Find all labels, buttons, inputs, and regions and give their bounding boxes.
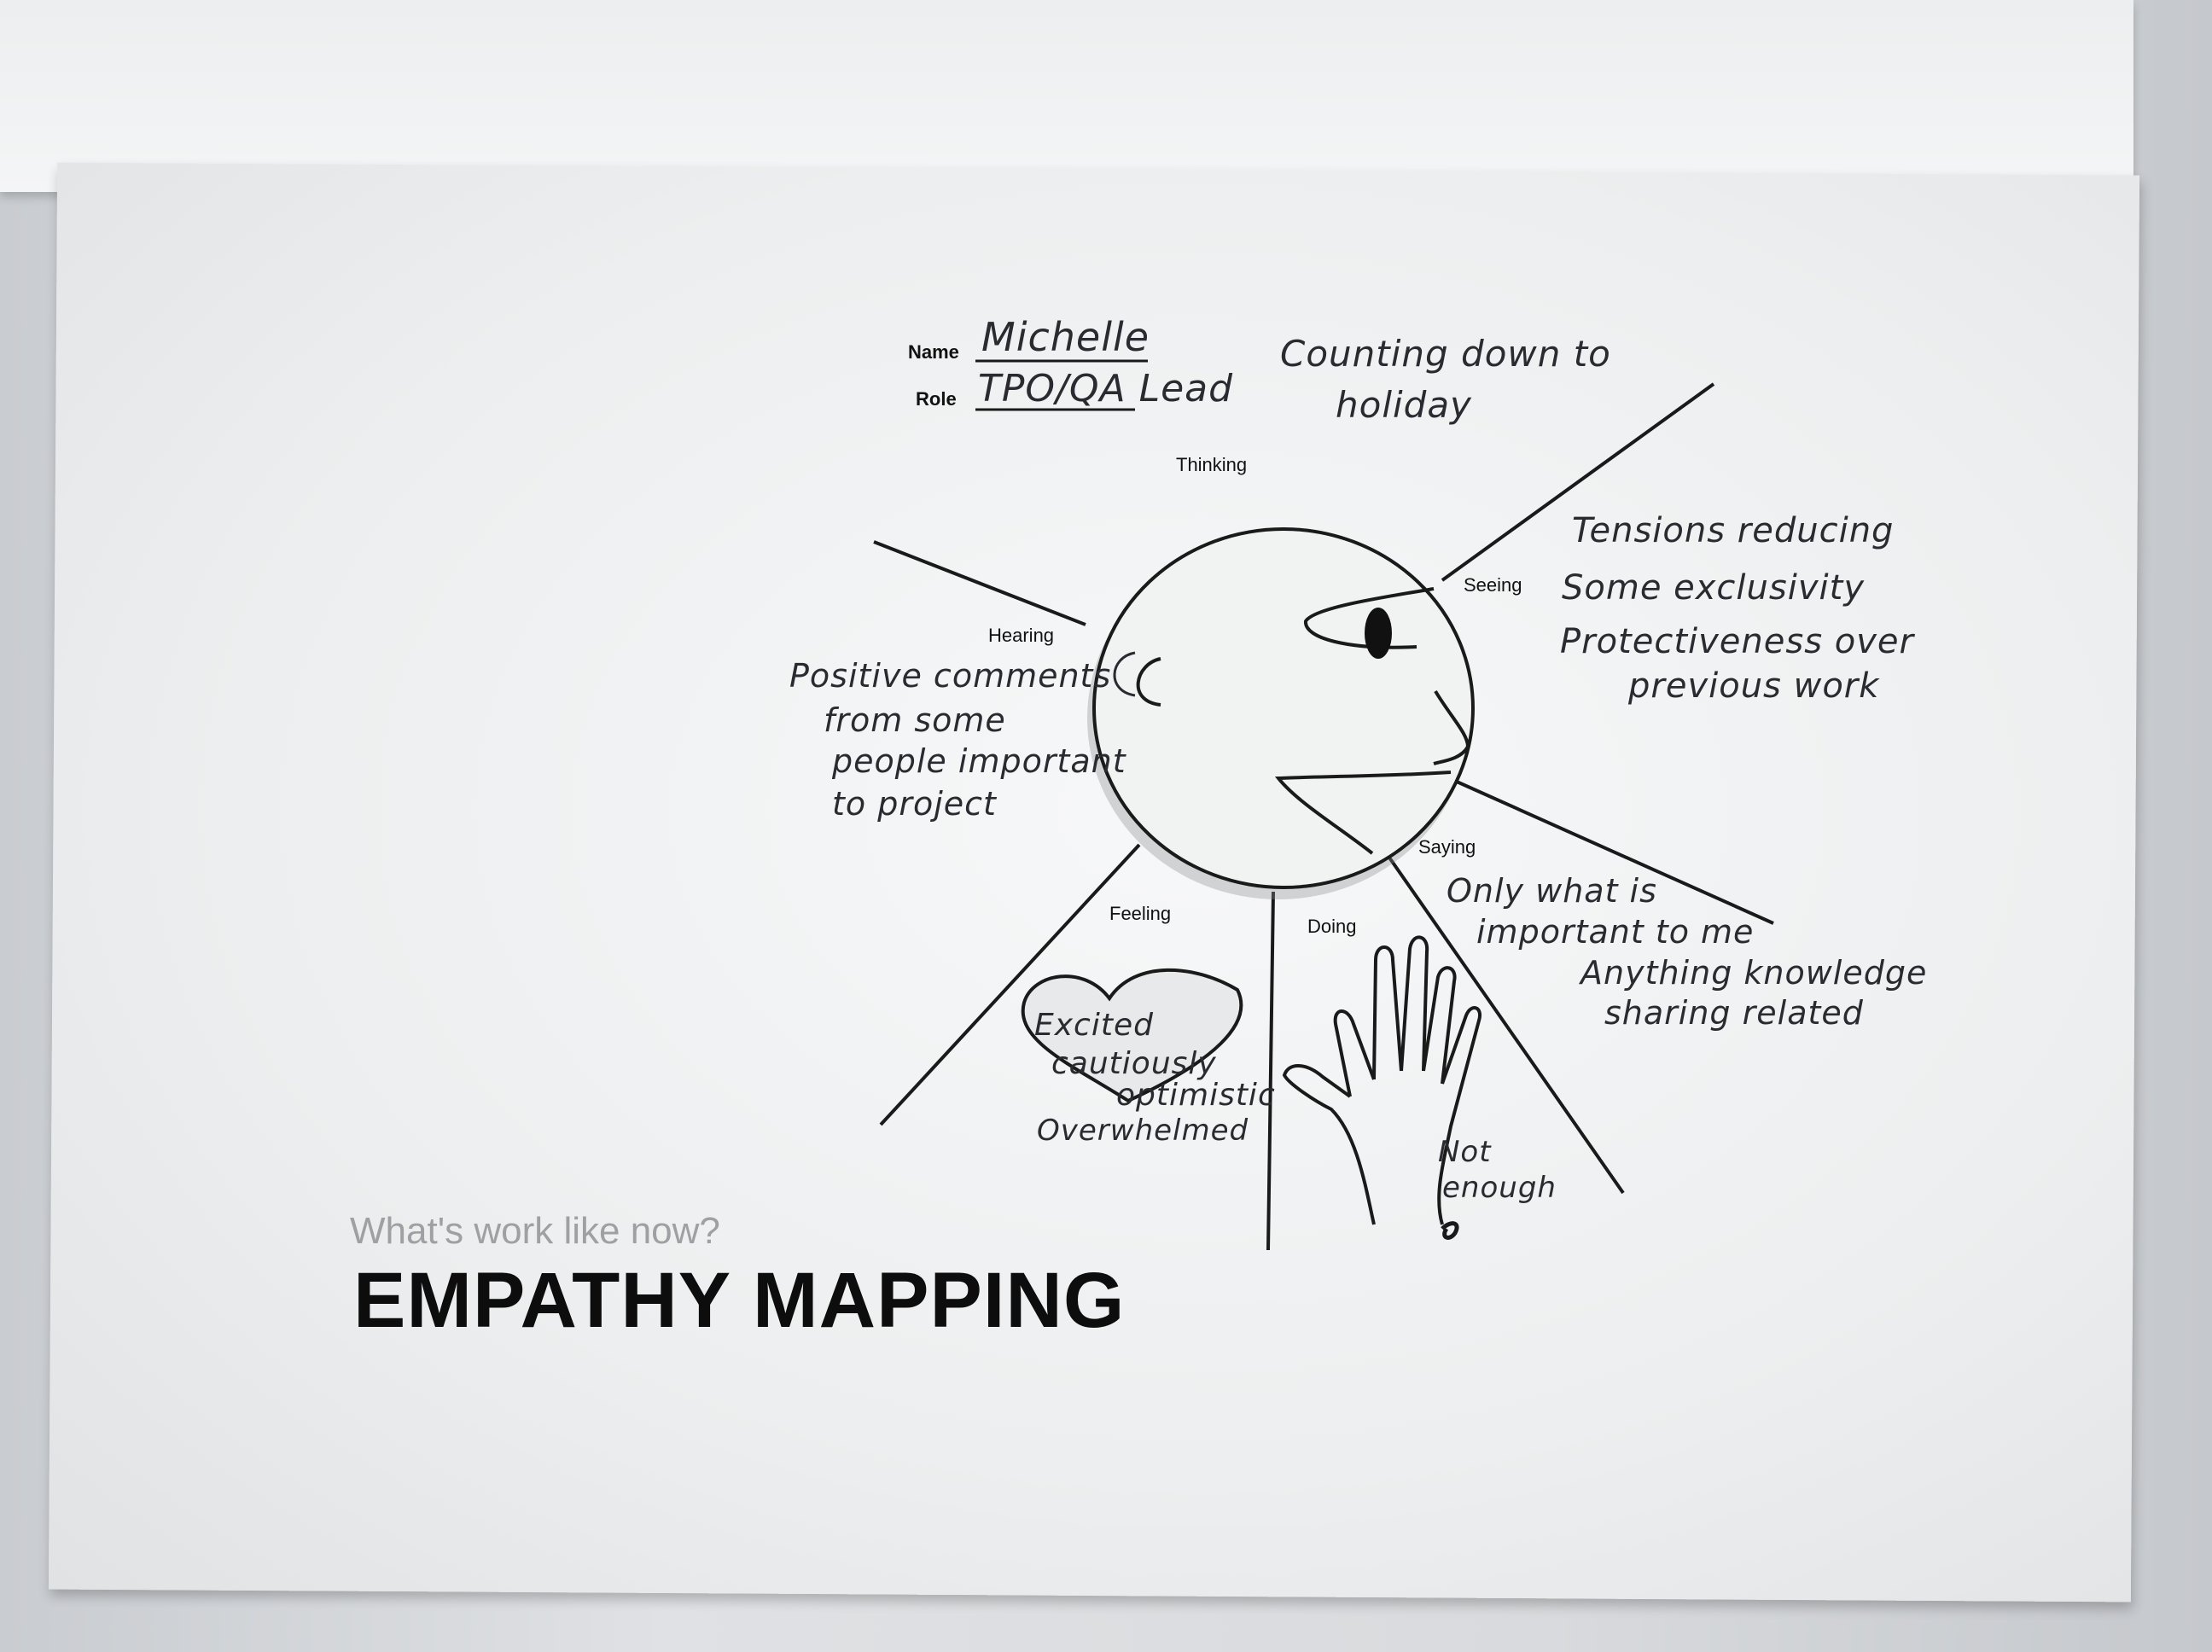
hand-icon	[1282, 935, 1482, 1225]
note-thinking-2: holiday	[1336, 384, 1472, 426]
poster-subtitle: What's work like now?	[350, 1210, 720, 1252]
divider-line-hearing	[873, 540, 1086, 626]
note-hearing-2: from some	[824, 701, 1006, 739]
note-saying-4: sharing related	[1604, 994, 1864, 1032]
note-doing-2: enough	[1442, 1171, 1557, 1205]
note-thinking-1: Counting down to	[1280, 333, 1611, 375]
note-feeling-3: optimistic	[1116, 1078, 1276, 1113]
note-hearing-4: to project	[832, 785, 997, 823]
note-seeing-1: Tensions reducing	[1572, 511, 1895, 550]
note-seeing-3: Protectiveness over	[1560, 622, 1914, 661]
section-label-hearing: Hearing	[988, 625, 1055, 646]
note-seeing-2: Some exclusivity	[1562, 568, 1865, 608]
name-value: Michelle	[981, 314, 1150, 360]
ink-scribble	[1441, 1221, 1459, 1240]
section-label-thinking: Thinking	[1176, 454, 1248, 475]
divider-line-doing-left	[1266, 891, 1275, 1251]
note-seeing-4: previous work	[1628, 666, 1880, 706]
note-saying-1: Only what is	[1447, 872, 1657, 910]
note-feeling-2: cautiously	[1051, 1046, 1217, 1081]
divider-line-doing-right	[1388, 856, 1625, 1195]
poster-title: EMPATHY MAPPING	[353, 1257, 1126, 1344]
note-doing-1: Not	[1438, 1135, 1492, 1169]
note-hearing-1: Positive comments	[789, 657, 1112, 695]
mouth-outline	[1275, 771, 1452, 855]
head-circle	[1092, 527, 1475, 889]
note-saying-3: Anything knowledge	[1580, 954, 1928, 992]
name-label: Name	[908, 341, 959, 363]
section-label-feeling: Feeling	[1109, 903, 1172, 924]
role-value: TPO/QA Lead	[978, 367, 1234, 410]
eye-outline	[1304, 587, 1435, 649]
heart-icon	[1021, 968, 1243, 1103]
note-hearing-3: people important	[832, 742, 1126, 780]
note-saying-2: important to me	[1476, 913, 1755, 951]
note-feeling-4: Overwhelmed	[1037, 1114, 1249, 1148]
ear-icon	[1136, 657, 1161, 707]
divider-line-saying	[1448, 777, 1774, 925]
nose-outline	[1433, 689, 1470, 765]
section-label-doing: Doing	[1307, 916, 1357, 937]
divider-line-feeling	[879, 843, 1141, 1126]
divider-line-seeing	[1441, 382, 1715, 582]
ear-c-scribble	[1113, 651, 1136, 697]
top-paper-sheet	[0, 0, 2133, 192]
eye-pupil	[1365, 608, 1392, 659]
note-feeling-1: Excited	[1034, 1008, 1154, 1043]
section-label-saying: Saying	[1418, 836, 1476, 858]
section-label-seeing: Seeing	[1464, 574, 1522, 596]
role-label: Role	[916, 388, 957, 410]
